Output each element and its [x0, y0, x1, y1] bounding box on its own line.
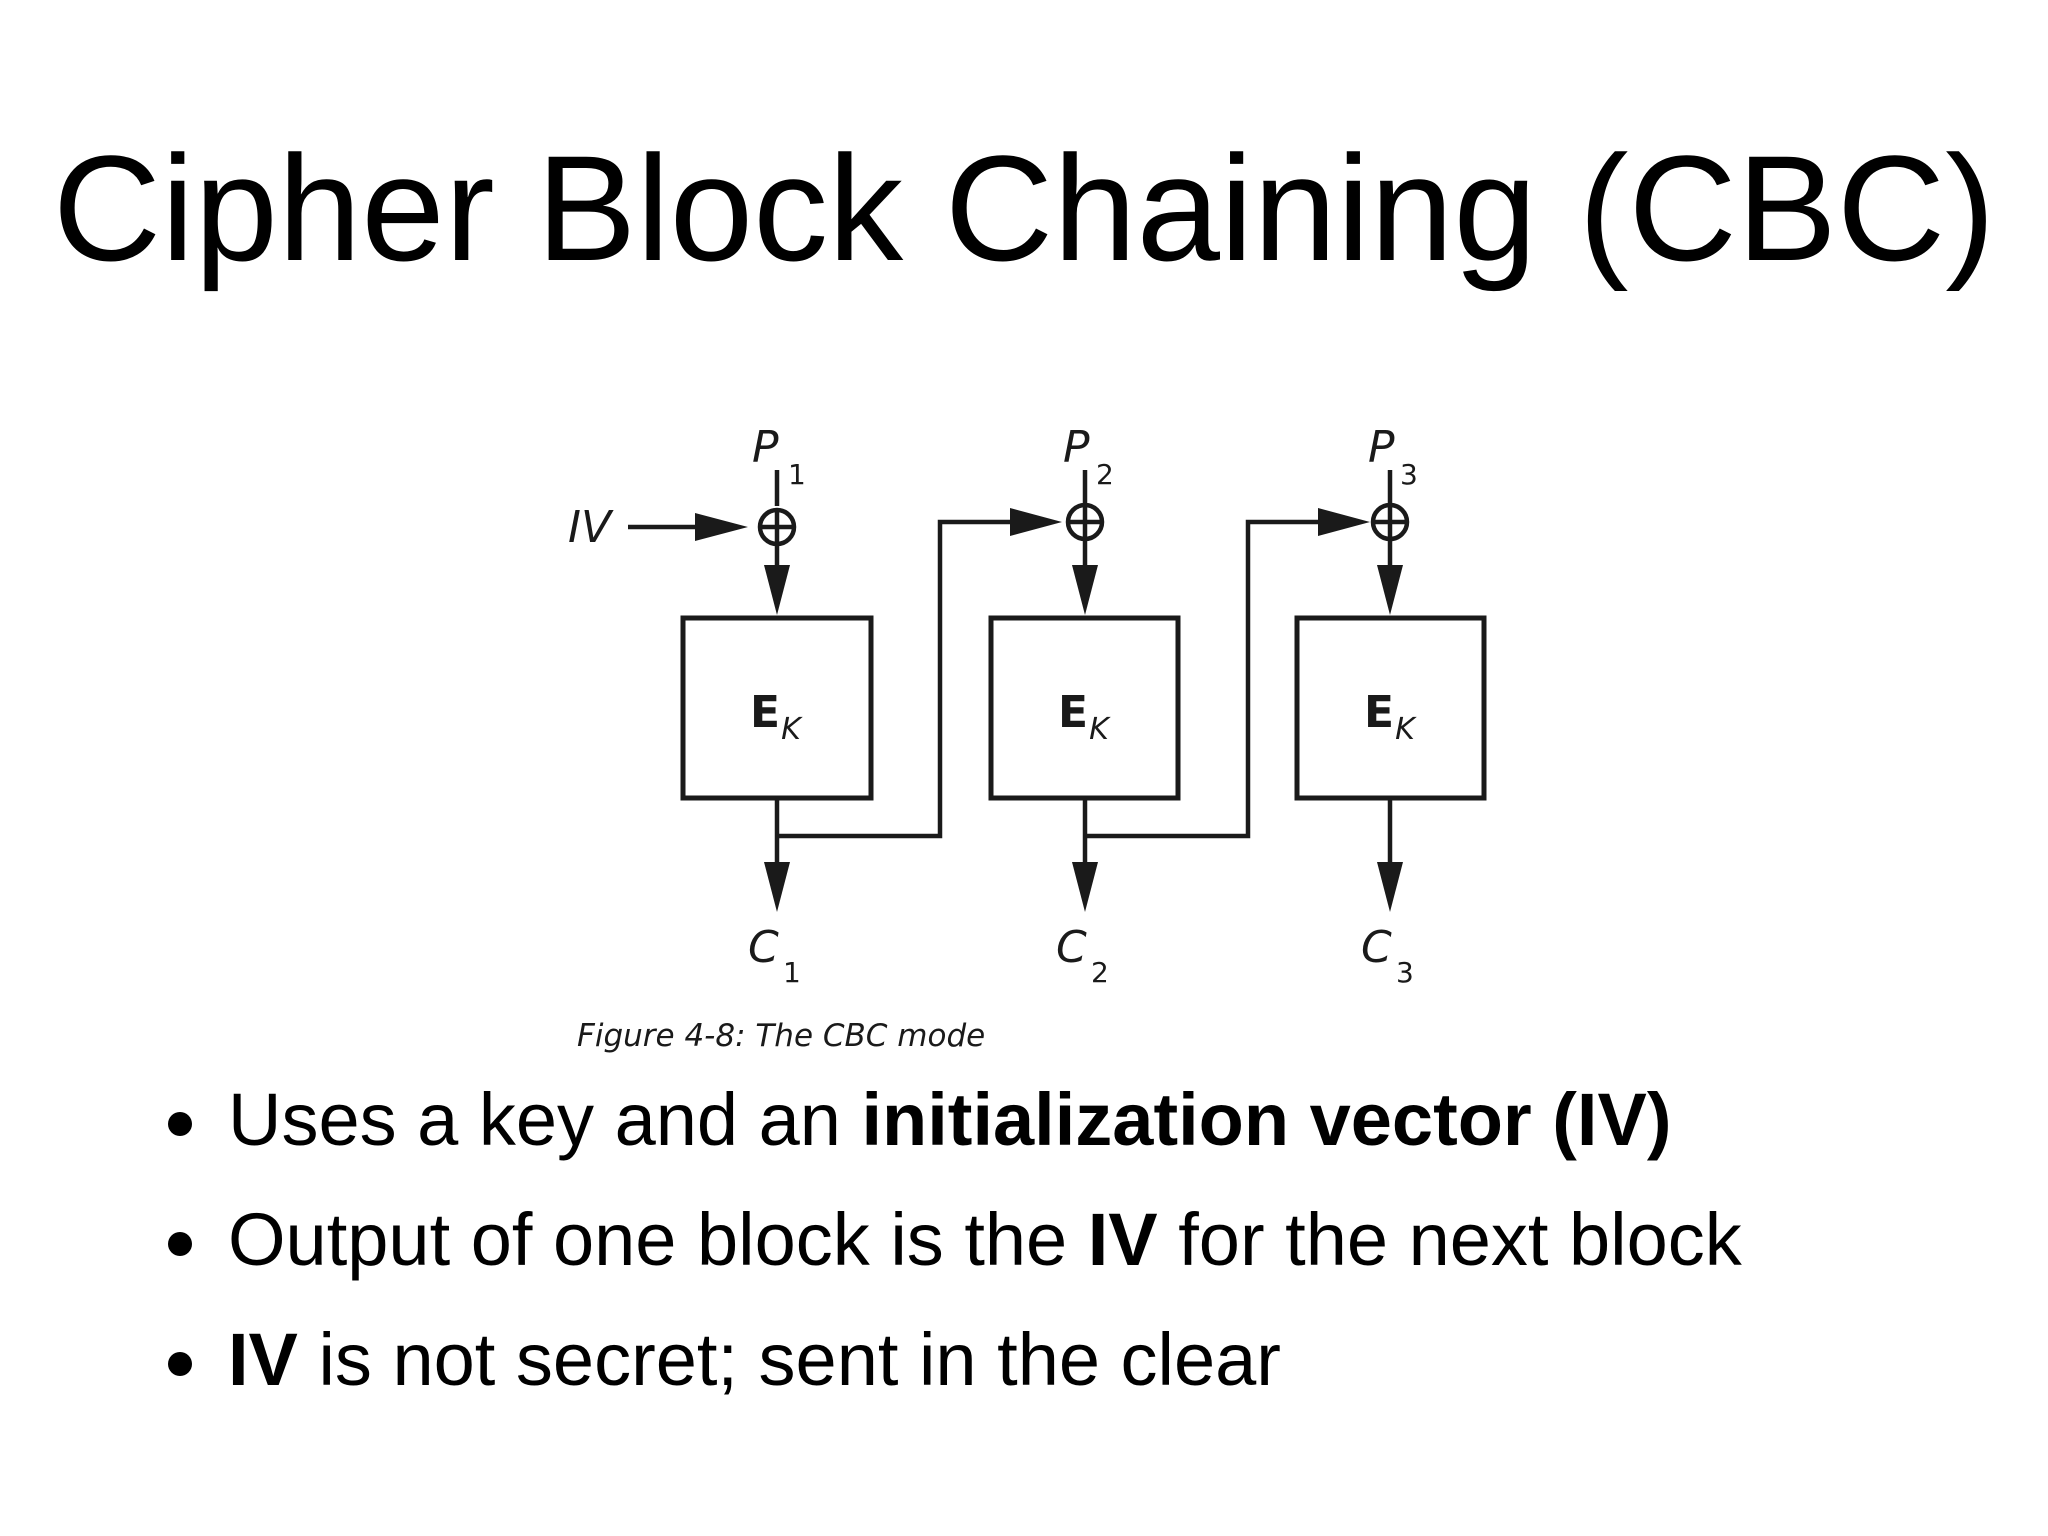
plaintext-label-2: P: [1063, 422, 1090, 473]
bullet-dot-icon: [168, 1232, 192, 1256]
ciphertext-index-1: 1: [783, 956, 801, 989]
xor-to-block-arrow-3: [1377, 565, 1403, 615]
xor-icon: [757, 507, 797, 547]
encrypt-block-2: [988, 615, 1181, 801]
bullet-dot-icon: [168, 1352, 192, 1376]
cbc-stage-2: P 2 EK C 2: [988, 422, 1181, 989]
bullet-text: Uses a key and an initialization vector …: [228, 1078, 1672, 1161]
iv-label: IV: [568, 502, 614, 553]
chain-arrow-1-2: [1010, 508, 1062, 536]
encrypt-block-3: [1294, 615, 1487, 801]
iv-input-arrow: [695, 513, 748, 541]
bullet-list: Uses a key and an initialization vector …: [0, 1075, 2048, 1435]
plaintext-label-1: P: [752, 422, 779, 473]
plaintext-index-2: 2: [1096, 458, 1114, 491]
chain-line-2-3: [1085, 519, 1335, 839]
xor-icon: [1065, 502, 1105, 542]
bullet-item: Output of one block is the IV for the ne…: [0, 1195, 2048, 1315]
plaintext-index-3: 3: [1400, 458, 1418, 491]
cbc-stage-1: P 1 EK C 1: [680, 422, 874, 989]
ciphertext-index-3: 3: [1396, 956, 1414, 989]
chain-arrow-2-3: [1318, 508, 1370, 536]
block-to-cipher-arrow-1: [764, 862, 790, 912]
bullet-item: IV is not secret; sent in the clear: [0, 1315, 2048, 1435]
ciphertext-label-1: C: [748, 922, 779, 973]
encrypt-block-label-2: EK: [1058, 687, 1111, 747]
block-to-cipher-arrow-2: [1072, 862, 1098, 912]
ciphertext-index-2: 2: [1091, 956, 1109, 989]
plaintext-label-3: P: [1368, 422, 1395, 473]
xor-to-block-arrow-2: [1072, 565, 1098, 615]
encrypt-block-label-3: EK: [1364, 687, 1417, 747]
ciphertext-label-3: C: [1361, 922, 1392, 973]
bullet-dot-icon: [168, 1112, 192, 1136]
block-to-cipher-arrow-3: [1377, 862, 1403, 912]
chain-line-1-2: [777, 519, 1027, 839]
bullet-item: Uses a key and an initialization vector …: [0, 1075, 2048, 1195]
xor-icon: [1370, 502, 1410, 542]
cbc-stage-3: P 3 EK C 3: [1294, 422, 1487, 989]
bullet-text: Output of one block is the IV for the ne…: [228, 1198, 1742, 1281]
bullet-text: IV is not secret; sent in the clear: [228, 1318, 1281, 1401]
slide-title: Cipher Block Chaining (CBC): [52, 124, 1996, 292]
xor-to-block-arrow-1: [764, 565, 790, 615]
figure-caption: Figure 4-8: The CBC mode: [577, 1018, 985, 1054]
plaintext-index-1: 1: [788, 458, 806, 491]
ciphertext-label-2: C: [1056, 922, 1087, 973]
encrypt-block-label-1: EK: [750, 687, 803, 747]
